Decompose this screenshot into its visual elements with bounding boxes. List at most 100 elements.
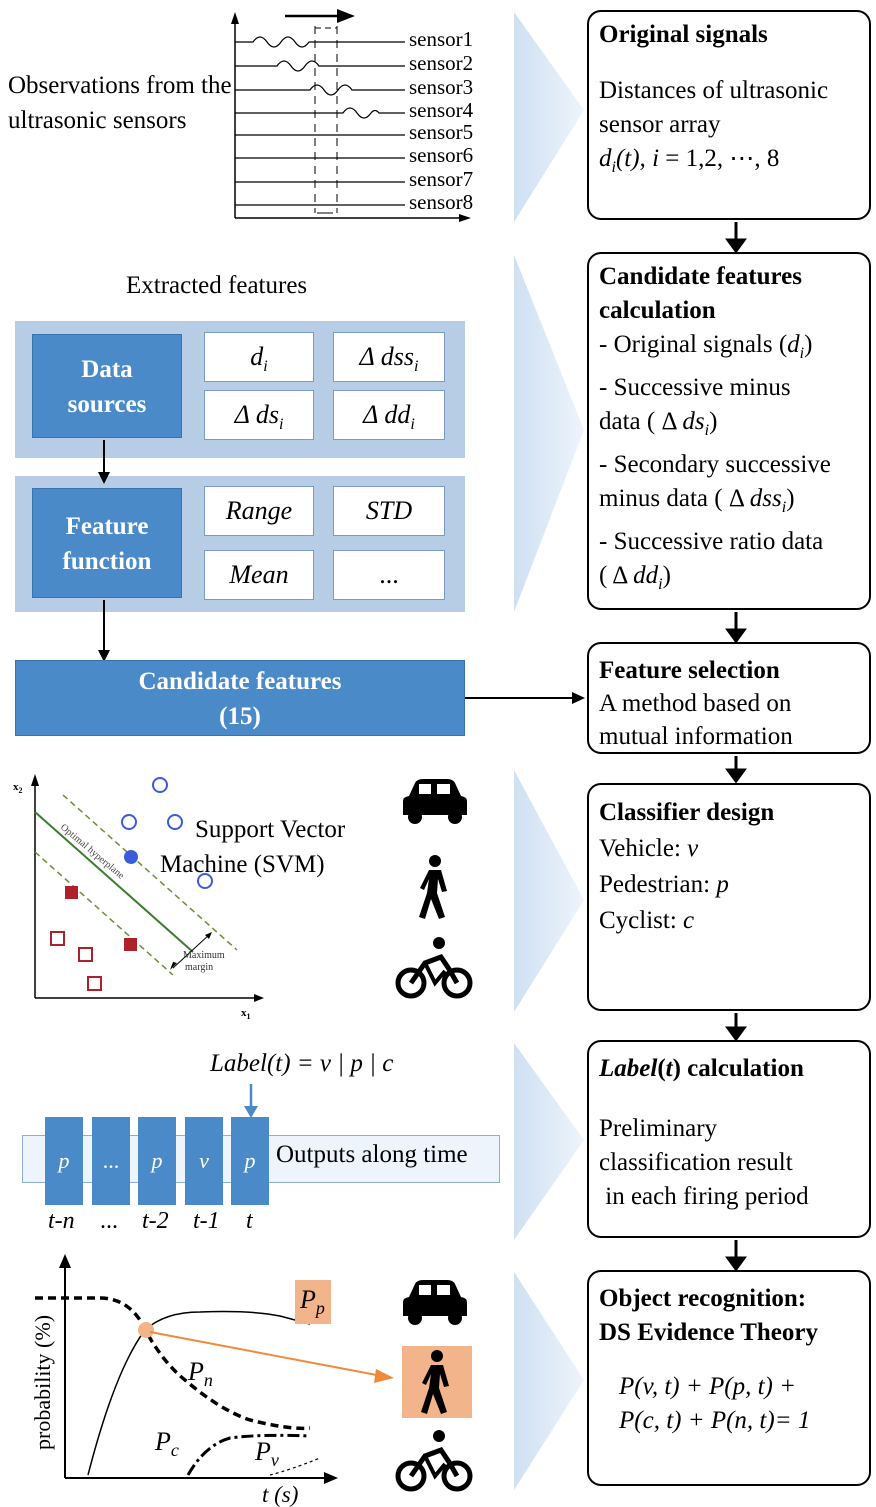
candidate-features-box: Candidate features (15) [15,660,465,736]
step-line: Preliminary [599,1115,718,1142]
timeline-cell: ... [92,1117,130,1205]
curve-label-pn: Pn [187,1357,213,1390]
sensor-label: sensor6 [409,143,473,167]
pedestrian-icon [421,1350,449,1414]
timeline-tick: t [246,1208,253,1234]
step-title: Original signals [599,21,768,48]
prob-y-label: probability (%) [30,1315,55,1450]
features-caption: Extracted features [126,272,308,299]
step-title: Object recognition: [599,1285,807,1312]
step-line: ( Δ ddi) [599,562,671,593]
curve-label-pp: Pp [299,1285,325,1318]
chevron-shapes [514,12,584,1490]
step-object-recognition: Object recognition: DS Evidence Theory P… [587,1270,871,1486]
curve-label-pc: Pc [154,1427,179,1460]
timeline-tick: ... [100,1208,118,1234]
step-feature-selection: Feature selection A method based on mutu… [587,642,871,754]
observations-caption: Observations from the ultrasonic sensors [8,72,232,134]
car-icon [403,1280,467,1325]
step-line: sensor array [599,111,721,138]
sensor-label: sensor3 [409,75,473,99]
sensor-label: sensor1 [409,27,473,51]
timeline-tick: t-1 [193,1208,220,1234]
car-icon [403,779,467,824]
sensor-label: sensor4 [409,98,474,122]
step-original-signals: Original signals Distances of ultrasonic… [587,10,871,220]
function-cell-mean: Mean [204,550,314,600]
step-line: minus data ( Δ dssi) [599,485,795,516]
feature-cell-dd: Δ ddi [333,390,445,440]
step-line: Vehicle: v [599,835,699,862]
probability-chart: probability (%) t (s) Pp Pn Pc Pv [30,1254,394,1507]
step-title: Candidate features [599,263,803,290]
svm-label: Support Vector Machine (SVM) [160,816,346,878]
intersection-marker [138,1322,154,1338]
support-vector-point [124,850,138,864]
sensor-label: sensor5 [409,120,473,144]
curve-label-pv: Pv [254,1437,279,1470]
label-pointer-arrow [244,1084,258,1118]
data-sources-box: Data sources [32,334,182,438]
pedestrian-icon [419,855,447,919]
sensor-waveforms [235,36,405,206]
step-title: Classifier design [599,799,775,826]
sensor-signal-plot: sensor1 sensor2 sensor3 sensor4 sensor5 … [231,9,474,222]
pp-highlight [295,1280,331,1324]
feature-arrows [98,440,110,662]
timeline-cell: v [185,1117,223,1205]
timeline-tick: t-2 [142,1208,169,1234]
timeline-tick: t-n [48,1208,75,1234]
step-title: DS Evidence Theory [599,1319,818,1346]
function-cell-std: STD [333,486,445,536]
step-line: Cyclist: c [599,907,695,934]
equation-line: P(v, t) + P(p, t) + [619,1373,796,1400]
timeline-cell: p [45,1117,83,1205]
step-line: A method based on [599,690,792,717]
step-title: Feature selection [599,657,780,684]
feature-cell-d: di [204,332,314,382]
step-title: Label(t) calculation [599,1055,804,1082]
step-line: - Secondary successive [599,451,831,478]
step-line: classification result [599,1149,793,1176]
step-line: mutual information [599,723,793,750]
outputs-label: Outputs along time [276,1141,468,1168]
function-cell-ellipsis: ... [333,550,445,600]
bicycle-icon [395,937,473,999]
svm-y-axis-label: x2 [13,781,23,795]
svm-class-squares [50,886,137,991]
svm-x-axis-label: x1 [241,1007,251,1020]
feature-cell-ds: Δ dsi [204,390,314,440]
timeline-cell: p [138,1117,176,1205]
hyperplane-label: Optimal hyperplane [58,822,127,882]
step-line: in each firing period [599,1183,809,1210]
bicycle-icon [395,1430,473,1492]
sensor-labels: sensor1 sensor2 sensor3 sensor4 sensor5 … [409,27,474,214]
equation-line: P(c, t) + P(n, t)= 1 [619,1407,811,1434]
class-icons-svm [395,779,473,999]
sensor-label: sensor2 [409,51,473,75]
step-title: calculation [599,297,716,324]
sensor-label: sensor8 [409,190,473,214]
step-line: - Successive minus [599,374,791,401]
step-line: Distances of ultrasonic [599,77,829,104]
step-line: Pedestrian: p [599,871,729,898]
feature-function-box: Feature function [32,488,182,598]
step-candidate-features: Candidate features calculation - Origina… [587,252,871,610]
step-classifier-design: Classifier design Vehicle: v Pedestrian:… [587,783,871,1011]
step-label-calculation: Label(t) calculation Preliminary classif… [587,1040,871,1238]
class-icons-recognition [395,1280,473,1492]
prob-x-label: t (s) [262,1482,298,1507]
step-line: - Original signals (di) [599,331,813,362]
step-line: - Successive ratio data [599,528,824,555]
step-formula: di(t), i = 1,2, ⋯, 8 [599,145,780,176]
sensor-label: sensor7 [409,167,473,191]
function-cell-range: Range [204,486,314,536]
svm-class-circles [121,777,213,889]
timeline-cell-current: p [231,1117,269,1205]
step-line: data ( Δ dsi) [599,408,718,439]
label-formula: Label(t) = v | p | c [210,1050,394,1077]
feature-cell-dss: Δ dssi [333,332,445,382]
